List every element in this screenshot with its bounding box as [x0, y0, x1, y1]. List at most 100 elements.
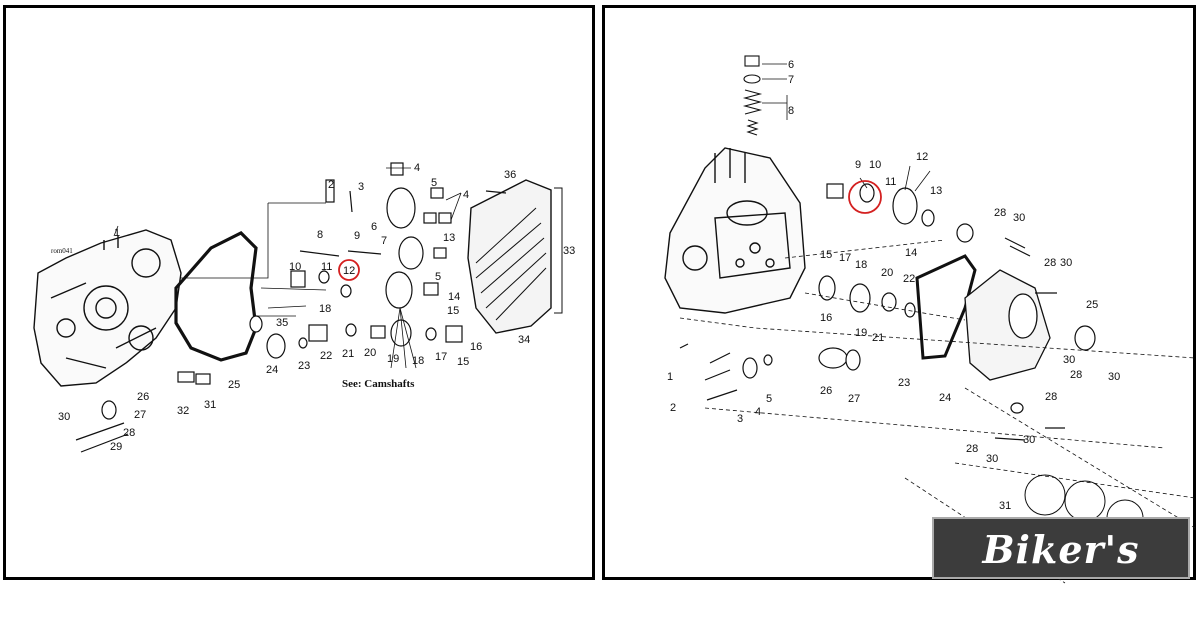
left-label-31: 31	[204, 399, 216, 411]
left-label-32: 32	[177, 405, 189, 417]
left-label-21: 21	[342, 348, 354, 360]
left-label-12: 12	[343, 265, 355, 277]
left-label-3: 3	[358, 181, 364, 193]
left-label-27: 27	[134, 409, 146, 421]
left-label-18b: 18	[412, 355, 424, 367]
right-label-19: 19	[855, 327, 867, 339]
right-label-31: 31	[999, 500, 1011, 512]
left-label-26: 26	[137, 391, 149, 403]
right-label-9: 9	[855, 159, 861, 171]
left-label-22: 22	[320, 350, 332, 362]
right-label-26: 26	[820, 385, 832, 397]
left-label-9: 9	[354, 230, 360, 242]
right-label-2: 2	[670, 402, 676, 414]
left-label-7: 7	[381, 235, 387, 247]
right-gear-cover	[964, 269, 1051, 381]
right-label-28b: 28	[1044, 257, 1056, 269]
right-label-23: 23	[898, 377, 910, 389]
left-label-16: 16	[470, 341, 482, 353]
right-label-30e: 30	[1023, 434, 1035, 446]
left-diagram-panel: 1 rom041 2 3 4 4 5 5 6 7 8 9 10 11 12 13…	[3, 5, 595, 580]
right-label-21: 21	[872, 332, 884, 344]
right-label-14: 14	[905, 247, 917, 259]
left-label-5a: 5	[431, 177, 437, 189]
right-label-27: 27	[848, 393, 860, 405]
left-label-2: 2	[328, 179, 334, 191]
left-label-4a: 4	[414, 162, 420, 174]
left-highlight-circle	[338, 259, 360, 281]
right-label-11: 11	[885, 176, 896, 188]
right-label-18: 18	[855, 259, 867, 271]
left-crankcase	[33, 229, 182, 387]
left-label-25: 25	[228, 379, 240, 391]
right-highlight-circle	[848, 180, 882, 214]
left-leaders	[113, 167, 462, 369]
right-label-10: 10	[869, 159, 881, 171]
right-label-12: 12	[916, 151, 928, 163]
right-label-8: 8	[788, 105, 794, 117]
right-label-30a: 30	[1013, 212, 1025, 224]
left-label-28: 28	[123, 427, 135, 439]
bikers-store-watermark: Biker's Store	[932, 517, 1190, 634]
left-label-30: 30	[58, 411, 70, 423]
right-exploded-diagram: 6 7 8 9 10 11 12 13 14 15 16 17 18 19 20…	[664, 55, 1196, 584]
left-label-23: 23	[298, 360, 310, 372]
left-gears	[101, 187, 424, 420]
left-label-15b: 15	[457, 356, 469, 368]
right-label-24: 24	[939, 392, 951, 404]
right-label-28c: 28	[1070, 369, 1082, 381]
right-label-13: 13	[930, 185, 942, 197]
right-crankcase	[664, 147, 806, 314]
watermark-text: Biker's Store	[982, 527, 1140, 634]
left-small-parts	[177, 162, 463, 385]
left-label-10: 10	[289, 261, 301, 273]
right-rods	[679, 237, 1065, 441]
left-label-15a: 15	[447, 305, 459, 317]
right-label-17: 17	[839, 252, 851, 264]
left-label-33: 33	[563, 245, 575, 257]
right-label-25: 25	[1086, 299, 1098, 311]
right-label-28e: 28	[966, 443, 978, 455]
left-caption: See: Camshafts	[342, 378, 415, 390]
left-label-14: 14	[448, 291, 460, 303]
left-label-29: 29	[110, 441, 122, 453]
right-label-1: 1	[667, 371, 673, 383]
right-label-30c: 30	[1063, 354, 1075, 366]
left-gasket	[174, 231, 258, 362]
left-part-labels: 1 rom041 2 3 4 4 5 5 6 7 8 9 10 11 12 13…	[51, 162, 575, 453]
left-label-36: 36	[504, 169, 516, 181]
left-rods	[75, 190, 507, 453]
right-label-28a: 28	[994, 207, 1006, 219]
right-label-3: 3	[737, 413, 743, 425]
right-label-7: 7	[788, 74, 794, 86]
right-label-28d: 28	[1045, 391, 1057, 403]
right-label-30d: 30	[1108, 371, 1120, 383]
left-label-11: 11	[321, 261, 332, 273]
left-label-34: 34	[518, 334, 530, 346]
right-gears	[742, 183, 1096, 414]
left-label-1: 1	[114, 227, 120, 239]
left-label-5b: 5	[435, 271, 441, 283]
left-label-19: 19	[387, 353, 399, 365]
right-label-6: 6	[788, 59, 794, 71]
left-label-35: 35	[276, 317, 288, 329]
right-relief-valve	[742, 55, 763, 136]
left-label-18a: 18	[319, 303, 331, 315]
right-leaders	[762, 63, 931, 192]
right-label-30f: 30	[986, 453, 998, 465]
left-diagram-code: rom041	[51, 247, 73, 255]
right-label-20: 20	[881, 267, 893, 279]
right-label-16: 16	[820, 312, 832, 324]
left-label-13: 13	[443, 232, 455, 244]
left-label-8: 8	[317, 229, 323, 241]
right-label-4: 4	[755, 406, 761, 418]
right-diagram-panel: 6 7 8 9 10 11 12 13 14 15 16 17 18 19 20…	[602, 5, 1196, 584]
right-label-15: 15	[820, 249, 832, 261]
left-exploded-diagram: 1 rom041 2 3 4 4 5 5 6 7 8 9 10 11 12 13…	[33, 162, 575, 453]
right-gasket	[915, 254, 977, 360]
left-label-17: 17	[435, 351, 447, 363]
right-label-30b: 30	[1060, 257, 1072, 269]
right-guides	[679, 239, 1196, 584]
left-label-4b: 4	[463, 189, 469, 201]
left-label-6: 6	[371, 221, 377, 233]
